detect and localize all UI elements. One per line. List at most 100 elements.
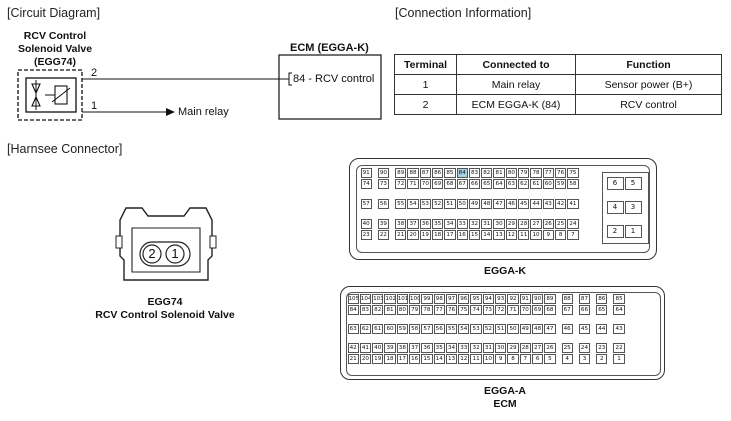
connector-pin: 83 (359, 304, 372, 315)
connector-pin: 12 (505, 229, 518, 240)
connector-pin: 84 (456, 167, 468, 178)
connector-pin: 7 (519, 353, 531, 364)
connector-pin: 96 (458, 293, 470, 304)
harness-connector-title: [Harnsee Connector] (7, 142, 123, 156)
connector-pin: 66 (468, 178, 481, 189)
connector-pin: 58 (567, 178, 579, 189)
egg74-pin-2: 2 (148, 246, 156, 261)
connector-pin: 22 (613, 342, 625, 353)
connector-pin: 100 (408, 293, 421, 304)
connector-pin: 90 (377, 167, 390, 178)
connector-pin: 37 (408, 342, 421, 353)
connector-pin: 72 (395, 178, 407, 189)
connector-pin: 26 (542, 218, 554, 229)
connector-pin: 28 (519, 342, 531, 353)
connector-pin: 9 (542, 229, 554, 240)
connector-pin: 68 (544, 304, 556, 315)
connector-pin: 30 (493, 218, 505, 229)
connector-pin: 43 (542, 198, 554, 209)
connector-pin: 26 (544, 342, 556, 353)
connector-pin: 1 (613, 353, 625, 364)
connector-pin: 54 (458, 323, 470, 334)
table-row: 1 Main relay Sensor power (B+) (394, 74, 722, 95)
connector-pin: 27 (531, 342, 544, 353)
connector-pin: 79 (518, 167, 530, 178)
pin-gap (573, 342, 578, 353)
egga-k-label: EGGA-K (484, 265, 526, 277)
connector-pin: 2 (596, 353, 608, 364)
coil-slash (51, 87, 71, 103)
connector-cavity (131, 227, 201, 273)
connector-pin: 67 (561, 304, 573, 315)
connector-pin: 85 (613, 293, 625, 304)
connector-pin: 68 (444, 178, 456, 189)
solenoid-box (25, 77, 77, 113)
connector-pin: 42 (554, 198, 567, 209)
connector-pin: 19 (419, 229, 431, 240)
connector-pin: 15 (468, 229, 481, 240)
connector-pin: 77 (542, 167, 554, 178)
connector-pin: 47 (544, 323, 556, 334)
pin-gap (608, 353, 613, 364)
connector-pin: 93 (495, 293, 507, 304)
connector-pin: 34 (444, 218, 456, 229)
connector-pin: 27 (530, 218, 542, 229)
connector-pin: 8 (507, 353, 519, 364)
pin-gap (372, 229, 377, 240)
connector-pin: 69 (531, 304, 544, 315)
connector-pin: 20 (407, 229, 419, 240)
component-name: RCV Control Solenoid Valve (EGG74) (0, 30, 110, 69)
connector-pin: 13 (445, 353, 458, 364)
egg74-desc: RCV Control Solenoid Valve (95, 309, 235, 321)
connector-pin: 41 (567, 198, 579, 209)
connector-pin: 48 (481, 198, 493, 209)
ecm-pin-bracket (288, 72, 292, 86)
connector-pin: 102 (384, 293, 396, 304)
connector-pin: 25 (554, 218, 567, 229)
connector-pin: 64 (493, 178, 505, 189)
connector-pin: 33 (458, 342, 470, 353)
connector-pin: 61 (530, 178, 542, 189)
table-cell: ECM EGGA-K (84) (456, 94, 576, 115)
connector-pin: 51 (495, 323, 507, 334)
connector-latch-left (115, 235, 123, 249)
connector-pin: 71 (507, 304, 519, 315)
connector-pin: 86 (596, 293, 608, 304)
pin-gap (591, 304, 596, 315)
egg74-label: EGG74 (147, 296, 183, 308)
table-cell: 2 (394, 94, 457, 115)
connector-pin: 32 (470, 342, 482, 353)
connector-pin: 20 (359, 353, 372, 364)
connector-pin: 55 (395, 198, 407, 209)
connector-pin: 75 (567, 167, 579, 178)
connector-pin: 81 (493, 167, 505, 178)
connector-latch-right (209, 235, 217, 249)
connector-pin: 11 (518, 229, 530, 240)
connector-pin: 52 (431, 198, 444, 209)
connector-pin: 24 (578, 342, 591, 353)
table-row: 2 ECM EGGA-K (84) RCV control (394, 94, 722, 115)
pin-gap (556, 304, 561, 315)
connector-pin: 60 (384, 323, 396, 334)
connector-pin: 81 (384, 304, 396, 315)
pin-gap (390, 229, 395, 240)
connector-pin: 57 (421, 323, 433, 334)
connector-pin: 78 (530, 167, 542, 178)
connector-pin: 49 (468, 198, 481, 209)
wire-pin1-label: 1 (91, 100, 98, 112)
connector-pin: 12 (458, 353, 470, 364)
connector-pin: 75 (458, 304, 470, 315)
pin-gap (556, 342, 561, 353)
connector-pin: 50 (456, 198, 468, 209)
connector-pin: 63 (347, 323, 359, 334)
connector-pin: 21 (395, 229, 407, 240)
pin-gap (372, 218, 377, 229)
pin-gap (556, 323, 561, 334)
connector-pin: 65 (596, 304, 608, 315)
connector-pin: 21 (347, 353, 359, 364)
ecm-box-title: ECM (EGGA-K) (290, 42, 369, 54)
pin-gap (591, 342, 596, 353)
connector-pin: 91 (519, 293, 531, 304)
